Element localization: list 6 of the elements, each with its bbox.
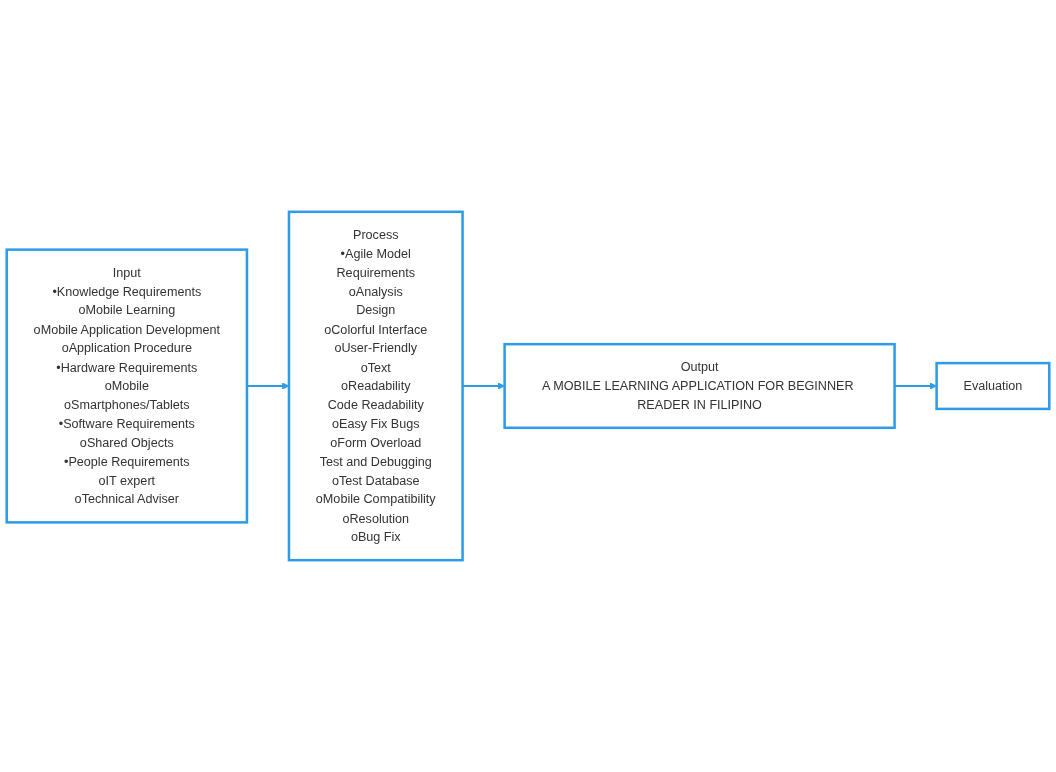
arrow	[462, 382, 505, 390]
node-box: Output A MOBILE LEARNING APPLICATION FOR BEGINNER READER IN FILIPINO	[503, 342, 896, 430]
node-box: Evaluation	[935, 361, 1051, 411]
node-box: Process •Agile Model Requirements oAnalysis Design oColorful Interface oUser-Friendly oText oReadability Code Readability oEasy Fix Bugs oForm Overload Test and Debugging oTest Database oMobile Compatibility oResolution oBug Fix	[287, 210, 464, 562]
node-box: Input •Knowledge Requirements oMobile Learning oMobile Application Development oApplication Procedure •Hardware Requirements oMobile oSmartphones/Tablets •Software Requirements oShared Objects •People Requirements oIT expert oTechnical Adviser	[5, 248, 249, 524]
arrow	[894, 382, 937, 390]
